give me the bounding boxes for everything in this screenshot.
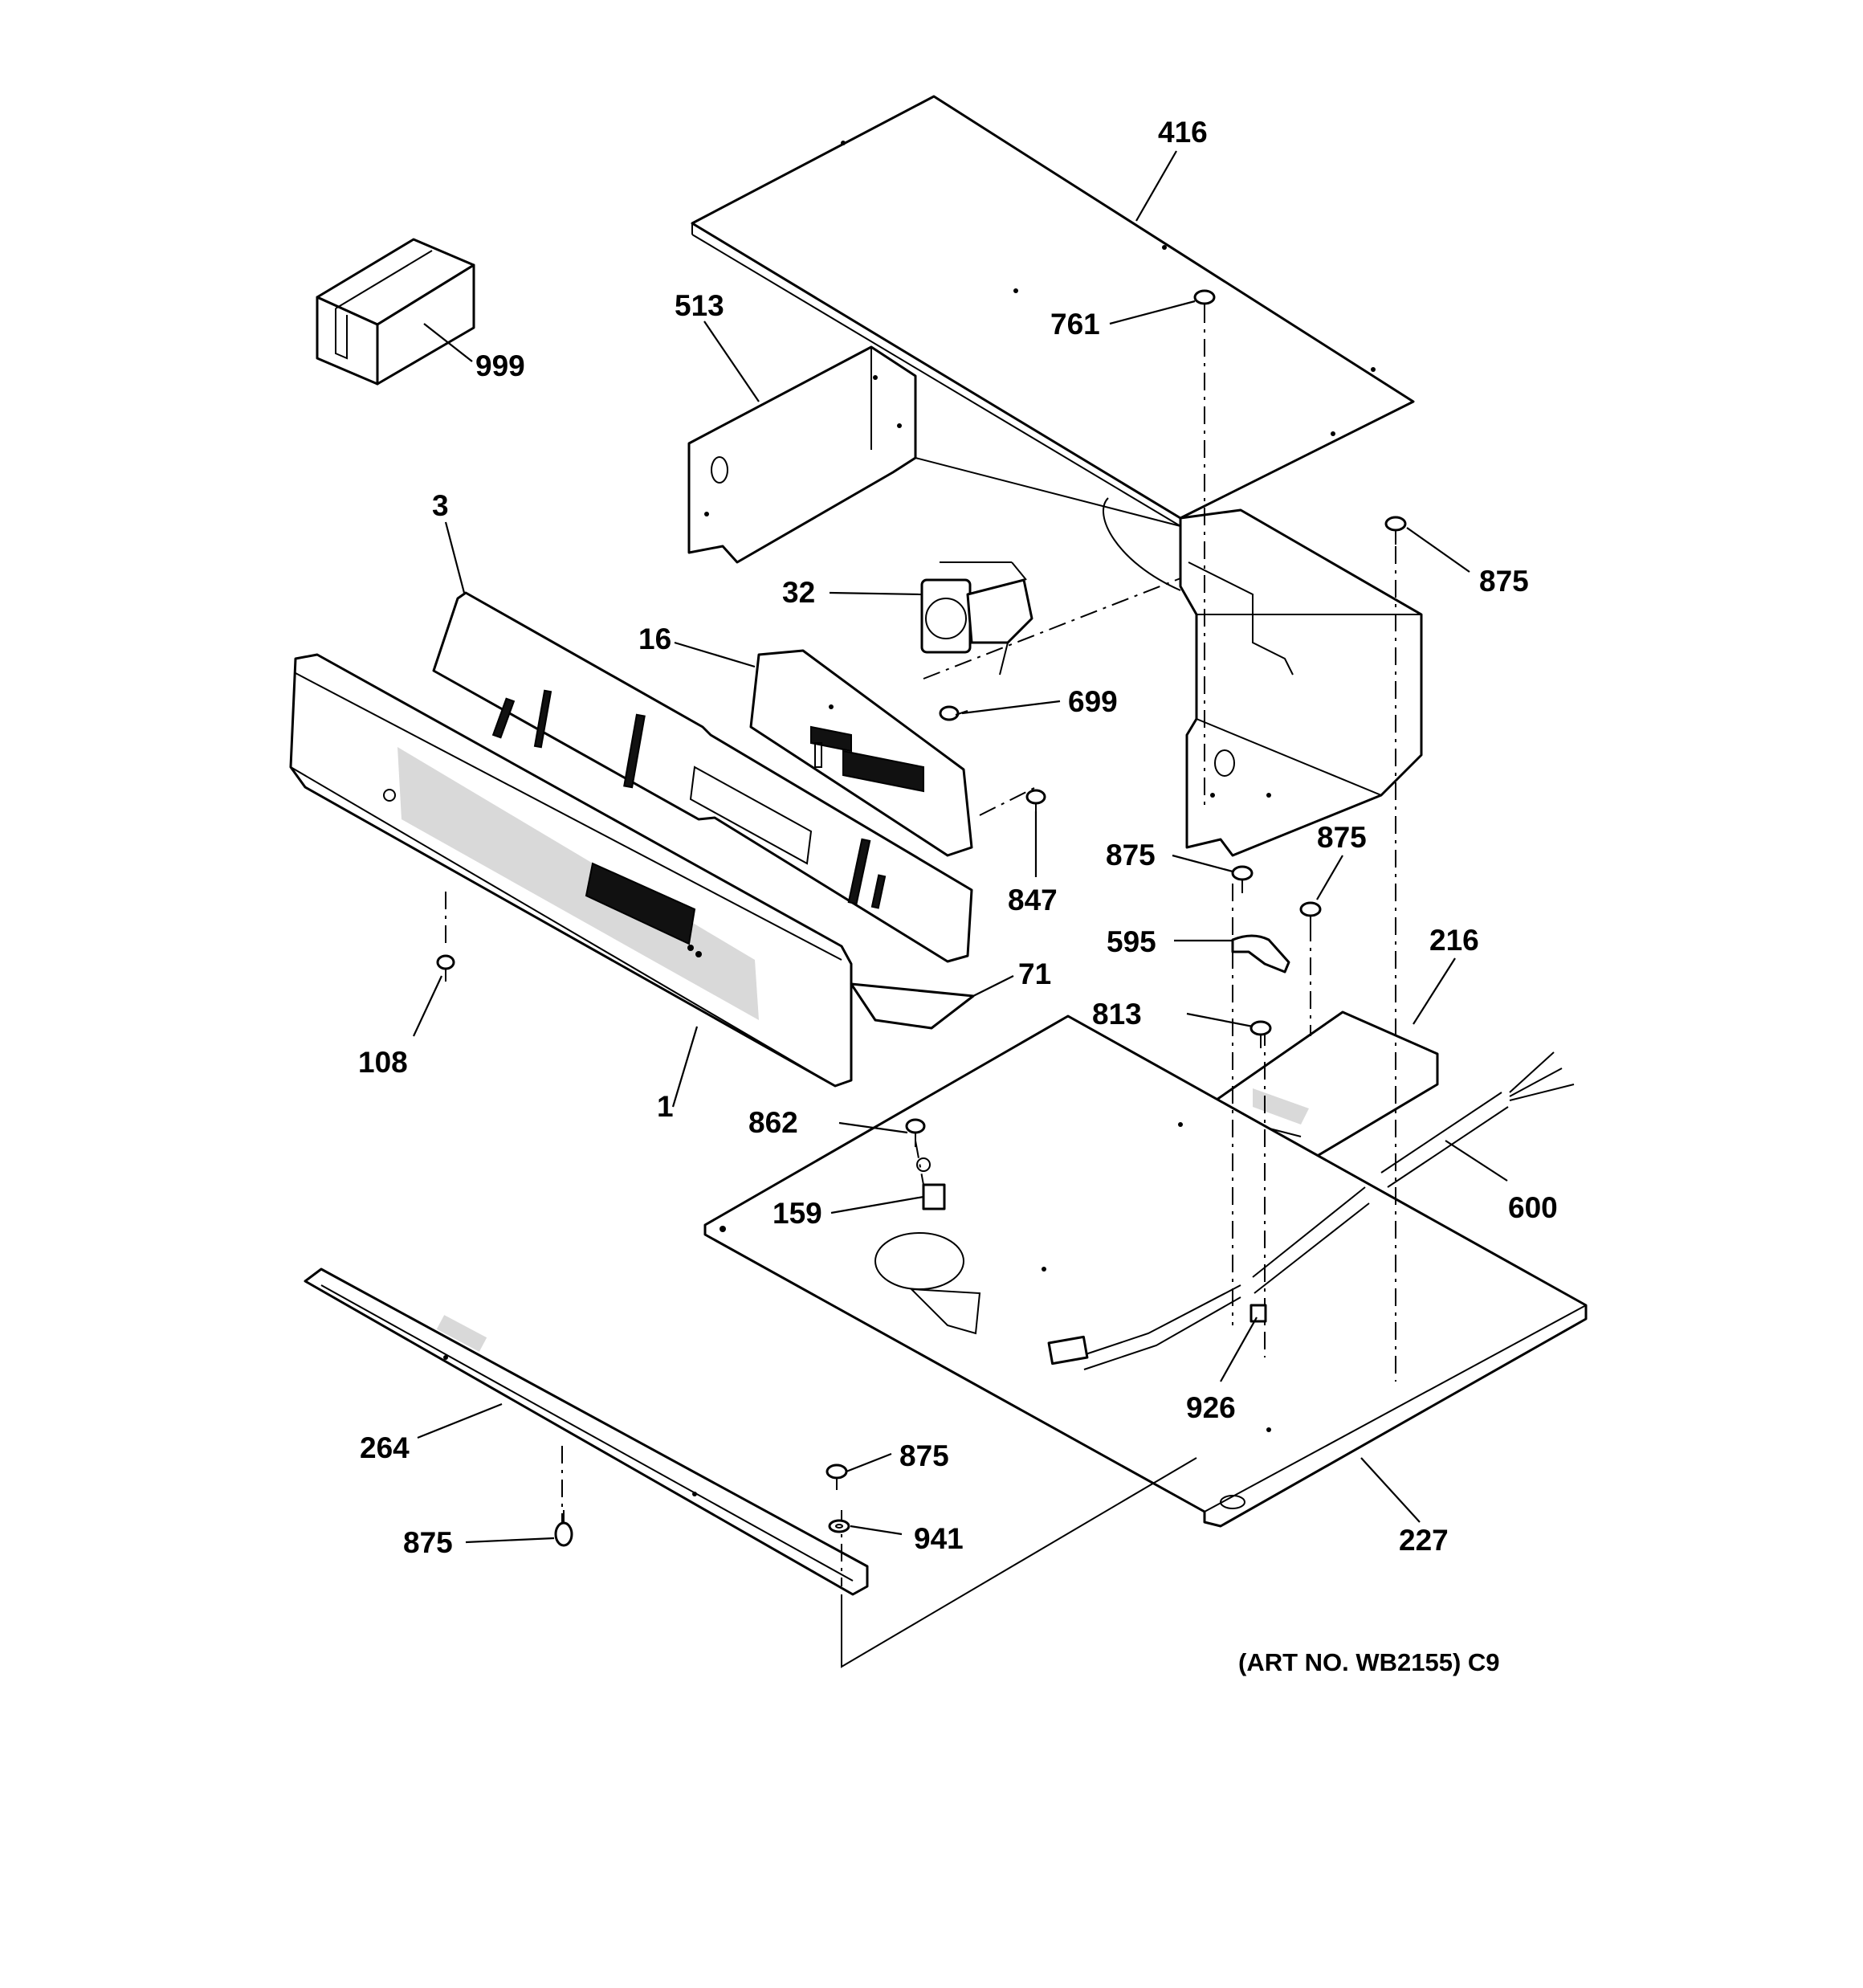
- label-875-top: 875: [1479, 565, 1529, 598]
- screw-862-icon: [905, 1118, 926, 1147]
- label-847: 847: [1008, 884, 1058, 916]
- label-216: 216: [1429, 924, 1479, 957]
- label-813: 813: [1092, 998, 1142, 1031]
- label-108: 108: [358, 1046, 408, 1079]
- label-875-mid: 875: [1106, 839, 1156, 872]
- label-513: 513: [675, 289, 724, 322]
- label-264: 264: [360, 1431, 410, 1464]
- screw-699-icon: [939, 705, 968, 721]
- part-32-blower-motor: [920, 561, 1033, 676]
- label-159: 159: [773, 1197, 822, 1230]
- screw-108-icon: [436, 954, 455, 982]
- part-513-left-side: [687, 345, 1181, 564]
- part-264-rail: [304, 1268, 869, 1596]
- part-227-base: [703, 1014, 1588, 1528]
- part-3-panel-back: [432, 591, 973, 963]
- label-926: 926: [1186, 1391, 1236, 1424]
- screw-875-rail-icon: [826, 1463, 848, 1490]
- label-862: 862: [748, 1106, 798, 1139]
- label-600: 600: [1508, 1191, 1558, 1224]
- part-416-top-panel: [691, 95, 1415, 527]
- label-3: 3: [432, 489, 449, 522]
- part-71-trim: [850, 982, 975, 1030]
- label-941: 941: [914, 1522, 964, 1555]
- washer-941-icon: [828, 1519, 850, 1533]
- label-595: 595: [1107, 925, 1156, 958]
- art-number-caption: (ART NO. WB2155) C9: [1238, 1648, 1500, 1676]
- fasteners: [436, 289, 1407, 1547]
- label-875-bottom: 875: [403, 1526, 453, 1559]
- screw-761-icon: [1193, 289, 1216, 317]
- part-cabinet-right: [1103, 497, 1423, 857]
- screw-875-bottom-icon: [554, 1510, 573, 1547]
- part-1-front-panel: [289, 653, 853, 1088]
- screw-875-mid-icon: [1231, 865, 1254, 893]
- clip-926-icon: [1249, 1304, 1267, 1323]
- screw-875-top-icon: [1384, 516, 1407, 545]
- label-761: 761: [1050, 308, 1100, 341]
- part-999-box: [316, 238, 475, 386]
- label-227: 227: [1399, 1524, 1449, 1557]
- screw-875-right-icon: [1299, 901, 1322, 929]
- label-875-right: 875: [1317, 821, 1367, 854]
- label-71: 71: [1018, 957, 1051, 990]
- label-699: 699: [1068, 685, 1118, 718]
- screw-813-icon: [1249, 1020, 1272, 1048]
- part-600-harness: [1047, 1051, 1575, 1370]
- part-595-clamp: [1231, 934, 1290, 974]
- part-16-control-board: [749, 649, 973, 857]
- leader-lines: [413, 150, 1508, 1544]
- label-1: 1: [657, 1090, 674, 1123]
- label-875-rail: 875: [899, 1439, 949, 1472]
- label-32: 32: [782, 576, 815, 609]
- label-999: 999: [475, 349, 525, 382]
- label-416: 416: [1158, 116, 1208, 149]
- label-16: 16: [638, 623, 671, 655]
- part-labels: 416 513 761 999 875 3 32 16 699 847 875 …: [358, 116, 1558, 1559]
